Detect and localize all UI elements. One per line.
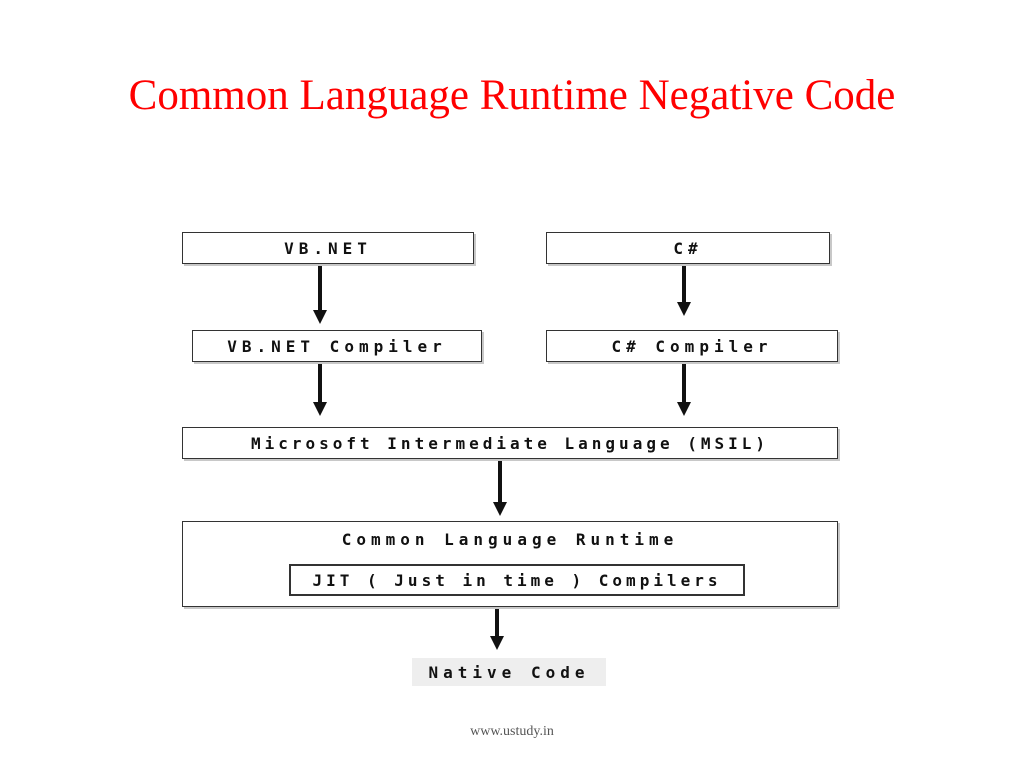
native-code-text: Native Code [428, 662, 590, 682]
vbnet-compiler-box: VB.NET Compiler [192, 330, 482, 362]
slide-title: Common Language Runtime Negative Code [128, 72, 896, 119]
vbnet-compiler-label: VB.NET Compiler [227, 336, 447, 356]
native-code-label: Native Code [412, 658, 606, 686]
footer-url: www.ustudy.in [470, 724, 554, 739]
msil-box: Microsoft Intermediate Language (MSIL) [182, 427, 838, 459]
msil-label: Microsoft Intermediate Language (MSIL) [250, 433, 770, 453]
arrow-csharp-to-compiler [677, 266, 691, 316]
arrow-vbnet-to-compiler [313, 266, 327, 324]
arrow-clr-to-native [490, 609, 504, 650]
csharp-label: C# [673, 238, 703, 258]
jit-compilers-box: JIT ( Just in time ) Compilers [289, 564, 745, 596]
arrow-vbnet-compiler-to-msil [313, 364, 327, 416]
arrow-csharp-compiler-to-msil [677, 364, 691, 416]
clr-label: Common Language Runtime [341, 530, 679, 549]
clr-box: Common Language Runtime JIT ( Just in ti… [182, 521, 838, 607]
vbnet-label: VB.NET [284, 238, 372, 258]
arrow-msil-to-clr [493, 461, 507, 516]
csharp-compiler-label: C# Compiler [611, 336, 773, 356]
jit-compilers-label: JIT ( Just in time ) Compilers [312, 570, 722, 590]
csharp-box: C# [546, 232, 830, 264]
vbnet-box: VB.NET [182, 232, 474, 264]
csharp-compiler-box: C# Compiler [546, 330, 838, 362]
